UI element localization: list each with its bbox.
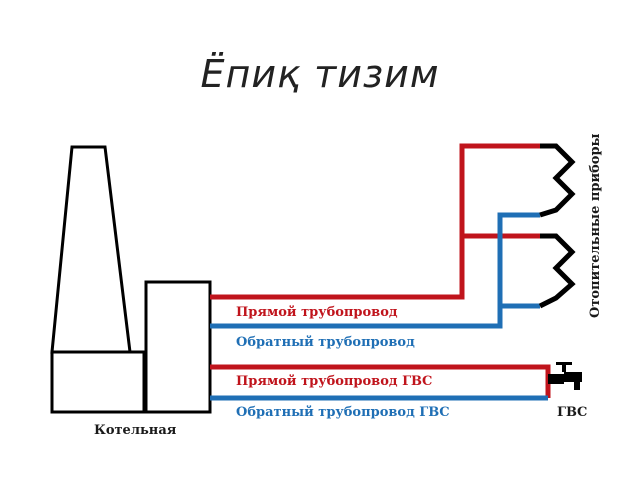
- faucet-icon: [548, 362, 582, 390]
- return-hw-label: Обратный трубопровод ГВС: [236, 405, 450, 420]
- radiators-label: Отопительные приборы: [588, 133, 603, 318]
- supply-pipe: [210, 143, 540, 300]
- return-pipe: [210, 212, 540, 329]
- supply-hw-label: Прямой трубопровод ГВС: [236, 374, 432, 389]
- boiler-block: [144, 280, 212, 414]
- chimney: [50, 145, 132, 354]
- boiler-label: Котельная: [94, 423, 177, 438]
- supply-hw-pipe: [210, 364, 551, 398]
- radiator-upper: [539, 143, 576, 218]
- hot-water-label: ГВС: [557, 405, 587, 420]
- return-pipe-label: Обратный трубопровод: [236, 335, 415, 350]
- page-title: Ёпиқ тизим: [200, 52, 440, 96]
- radiator-lower: [538, 233, 576, 309]
- boiler-base: [50, 350, 146, 414]
- supply-pipe-label: Прямой трубопровод: [236, 305, 398, 320]
